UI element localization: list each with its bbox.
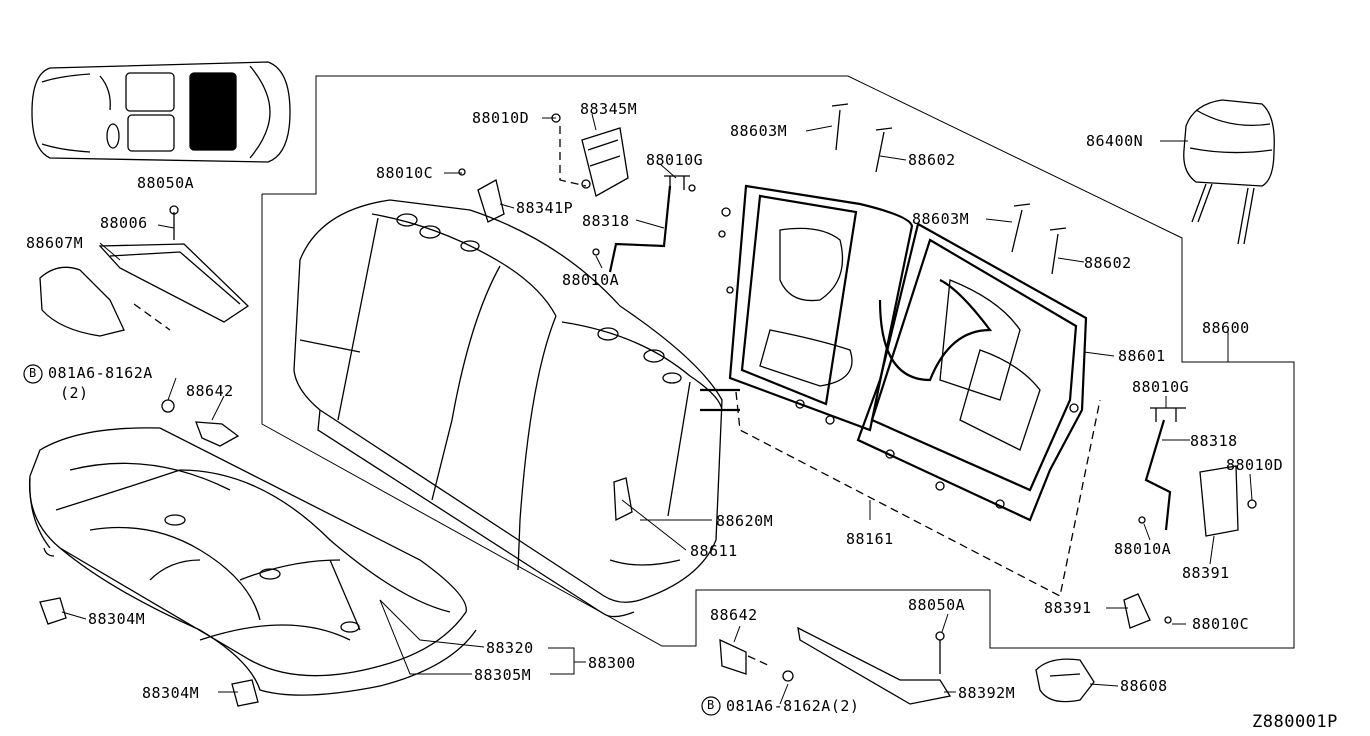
part-label-88642-left: 88642 [186,382,234,400]
left-bracket-part [39,205,250,337]
seat-cushion-part [28,427,477,696]
part-label-88320: 88320 [486,639,534,657]
part-label-88318-right: 88318 [1190,432,1238,450]
part-label-88010G-top: 88010G [646,151,704,169]
diagram-id: Z880001P [1252,712,1338,732]
part-label-88642-bottom: 88642 [710,606,758,624]
clip-part-88304M [39,597,259,707]
part-label-081A6-bottom: 081A6-8162A(2) [726,697,860,715]
vehicle-top-view-icon [31,61,291,163]
vehicle-ref-label: 88050A [137,174,195,192]
part-label-88602-top: 88602 [908,151,956,169]
part-label-88391-right: 88391 [1182,564,1230,582]
part-label-88611: 88611 [690,542,738,560]
bolt-marker-icon [23,364,721,716]
hinge-bracket-part [458,113,629,223]
part-label-88010C-top: 88010C [376,164,434,182]
bolt-marker-label-bottom: B [707,698,715,712]
part-label-88318-top: 88318 [582,212,630,230]
seat-back-part [293,199,723,618]
cover-part-88608 [1035,658,1095,703]
part-label-88305M: 88305M [474,666,532,684]
part-label-88607M: 88607M [26,234,84,252]
striker-rod-part [592,175,696,273]
part-label-88010A-top: 88010A [562,271,620,289]
leader-lines [61,113,1253,705]
part-label-88601: 88601 [1118,347,1166,365]
part-label-88603M-top: 88603M [730,122,788,140]
part-label-88304M-bottom: 88304M [142,684,200,702]
part-label-88392M: 88392M [958,684,1016,702]
right-striker-part [1123,407,1257,629]
seat-back-frame-part [700,184,1101,597]
headrest-part [1183,99,1275,245]
part-label-88010A-right: 88010A [1114,540,1172,558]
part-label-88050A-bottom: 88050A [908,596,966,614]
part-label-88341P: 88341P [516,199,574,217]
part-label-88300: 88300 [588,654,636,672]
part-qty-081A6-left: (2) [60,384,89,402]
bottom-bracket-part [719,626,952,705]
part-label-88006: 88006 [100,214,148,232]
part-label-88620M: 88620M [716,512,774,530]
part-label-88010G-right: 88010G [1132,378,1190,396]
group-boundary-line [261,75,1295,649]
part-label-88391-bottom: 88391 [1044,599,1092,617]
part-label-081A6-left: 081A6-8162A [48,364,153,382]
part-label-88600: 88600 [1202,319,1250,337]
clip-part-left [161,399,240,447]
part-label-88161: 88161 [846,530,894,548]
part-label-88010D-right: 88010D [1226,456,1284,474]
bolts-part [831,103,1067,275]
part-label-88010D-top: 88010D [472,109,530,127]
part-label-88010C-bottom: 88010C [1192,615,1250,633]
part-label-86400N: 86400N [1086,132,1144,150]
part-label-88345M: 88345M [580,100,638,118]
part-label-88603M-mid: 88603M [912,210,970,228]
part-label-88304M-top: 88304M [88,610,146,628]
part-label-88608: 88608 [1120,677,1168,695]
part-label-88602-mid: 88602 [1084,254,1132,272]
bolt-marker-label-left: B [29,366,37,380]
